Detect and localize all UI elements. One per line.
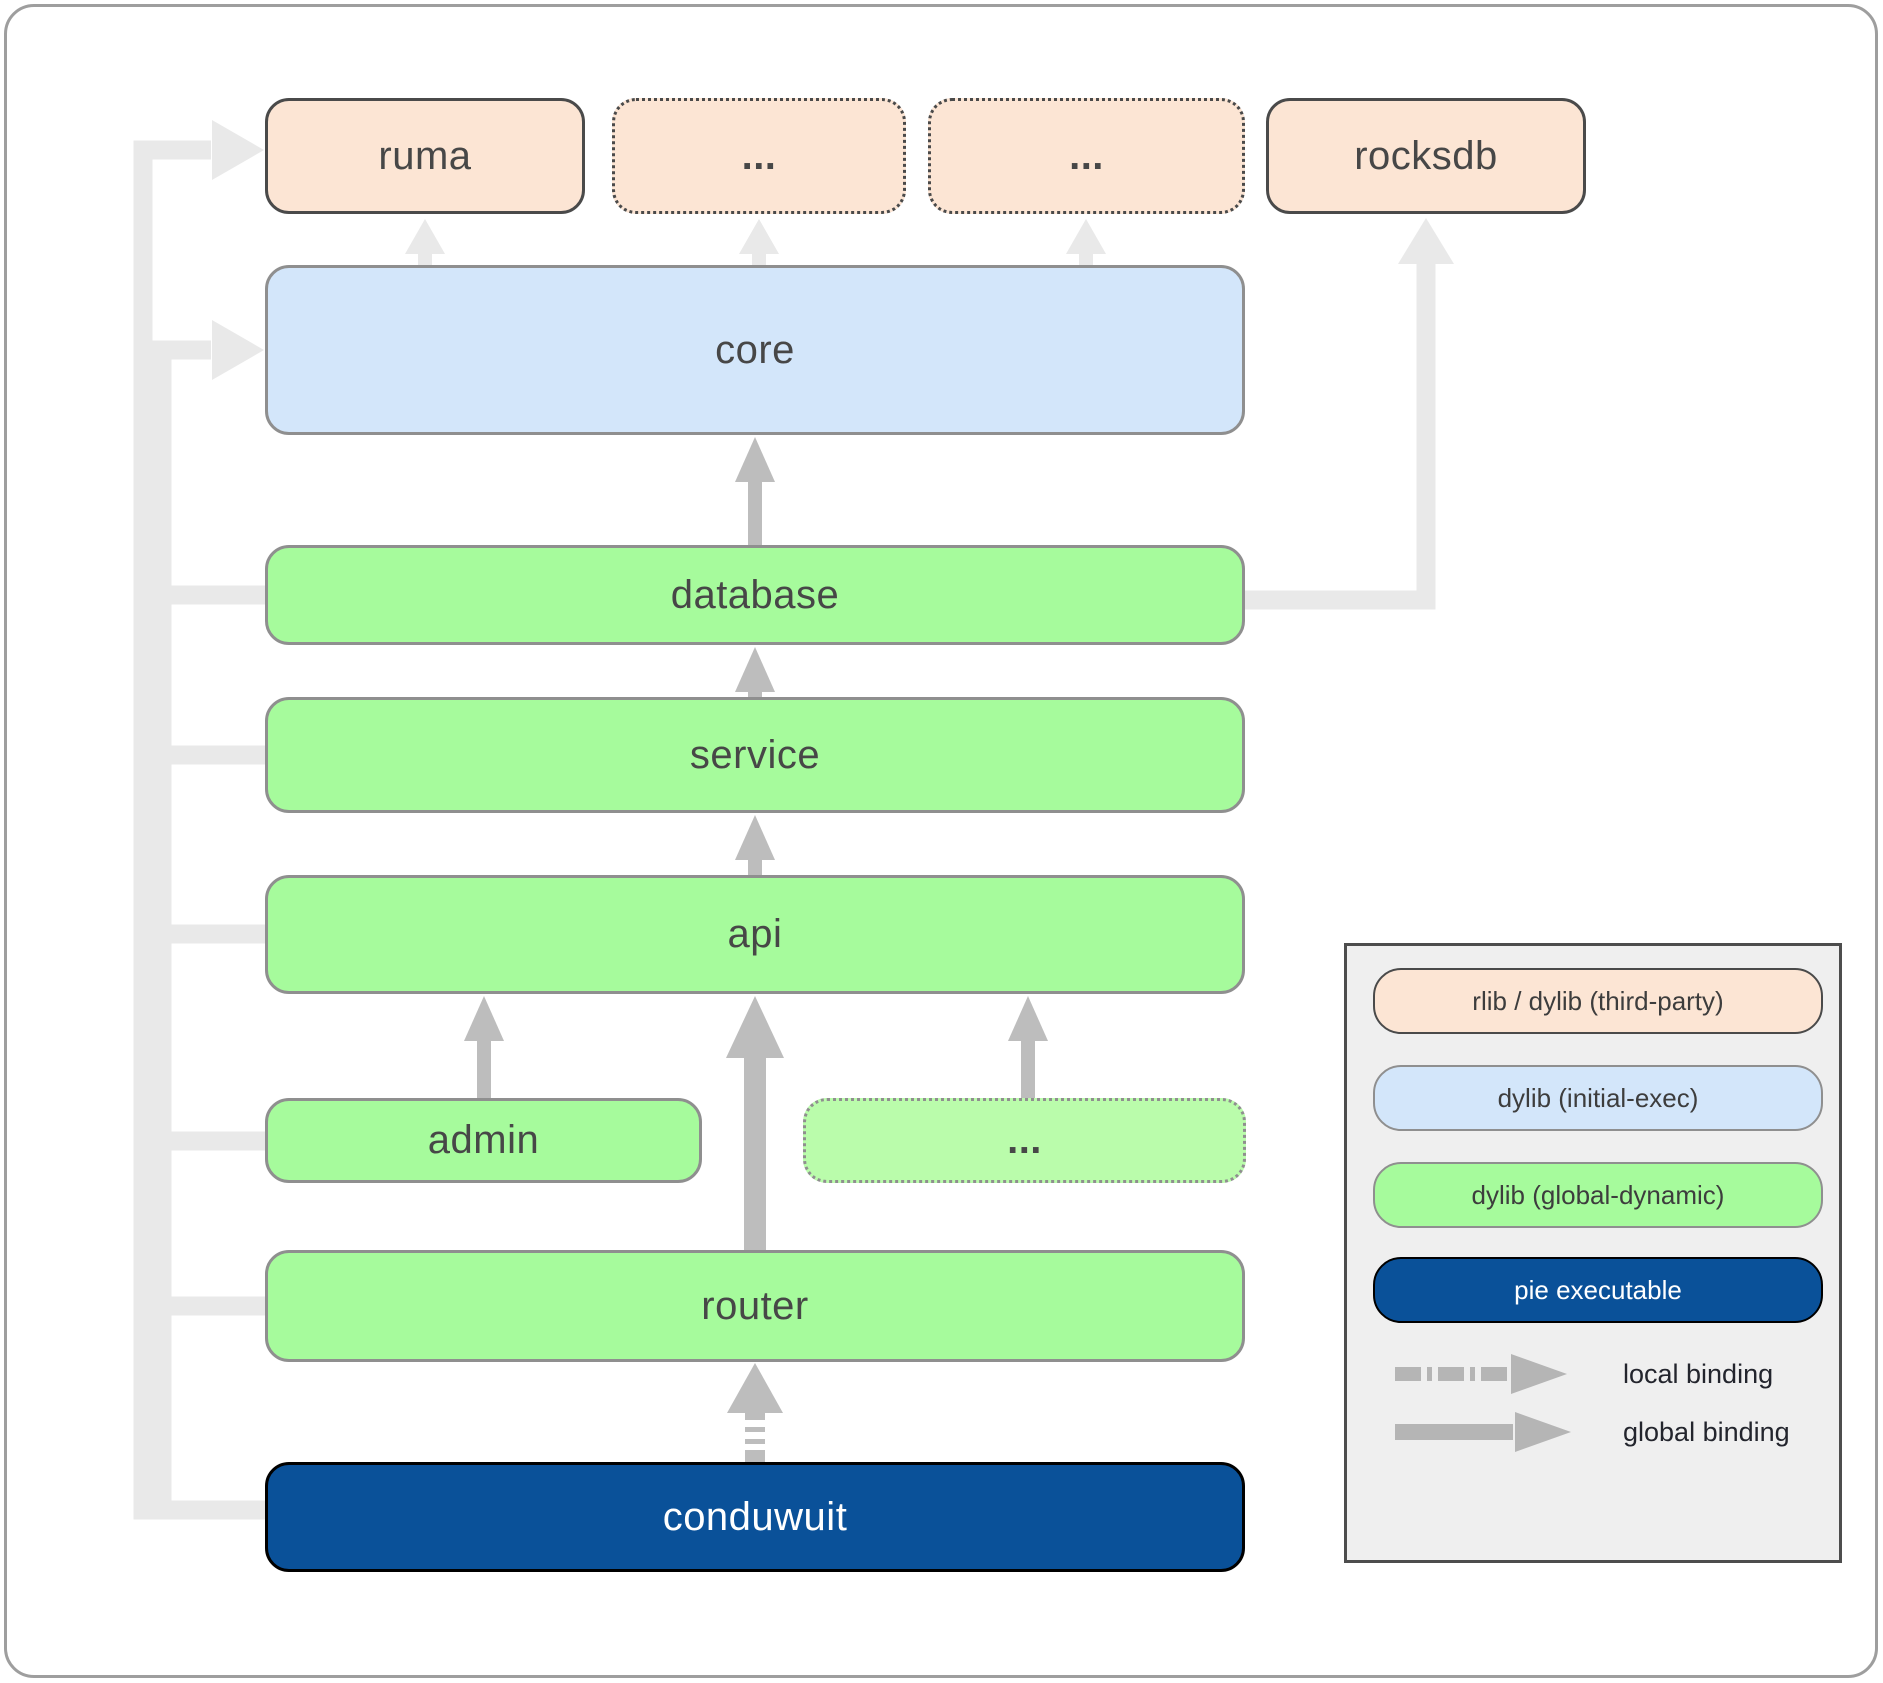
database-to-core-arrow [735,437,775,546]
node-label: ruma [378,133,472,178]
node-label: service [689,732,821,777]
node-label: ... [1007,1118,1042,1162]
node-thirdparty-more-2: ... [928,98,1245,214]
global-binding-arrow-icon [1395,1412,1571,1452]
node-api-more: ... [803,1098,1246,1183]
legend-item-third-party: rlib / dylib (third-party) [1373,968,1823,1034]
node-rocksdb: rocksdb [1266,98,1586,214]
left-arrowhead-ruma [212,120,264,180]
node-thirdparty-more-1: ... [612,98,906,214]
node-label: ... [1069,133,1104,178]
legend-item-initial-exec: dylib (initial-exec) [1373,1065,1823,1131]
database-to-rocksdb-line [1245,250,1436,610]
node-ruma: ruma [265,98,585,214]
legend-item-label: dylib (global-dynamic) [1471,1179,1725,1210]
node-label: admin [427,1118,540,1162]
core-to-thirdparty-arrows [405,219,1106,267]
node-api: api [265,875,1245,994]
legend-panel: rlib / dylib (third-party) dylib (initia… [1344,943,1842,1563]
rocksdb-arrowhead [1398,218,1454,264]
more-to-api-arrow [1008,996,1048,1100]
local-binding-arrow-icon [1395,1354,1567,1394]
legend-row-global-binding: global binding [1395,1410,1790,1454]
legend-binding-label: global binding [1623,1416,1790,1447]
legend-item-pie-executable: pie executable [1373,1257,1823,1323]
legend-item-label: rlib / dylib (third-party) [1472,985,1724,1016]
node-database: database [265,545,1245,645]
node-admin: admin [265,1098,702,1183]
service-to-database-arrow [735,647,775,699]
node-label: ... [741,133,777,178]
node-label: core [715,327,795,372]
node-label: rocksdb [1354,133,1498,178]
api-to-service-arrow [735,815,775,877]
legend-item-label: dylib (initial-exec) [1497,1082,1699,1113]
legend-row-local-binding: local binding [1395,1352,1773,1396]
node-label: router [701,1283,809,1328]
legend-item-global-dynamic: dylib (global-dynamic) [1373,1162,1823,1228]
admin-to-api-arrow [464,996,504,1100]
node-label: api [727,912,783,956]
router-to-api-arrow [726,996,784,1252]
node-service: service [265,697,1245,813]
legend-binding-label: local binding [1623,1358,1774,1389]
node-label: database [670,572,840,617]
node-label: conduwuit [662,1494,848,1539]
legend-item-label: pie executable [1514,1274,1682,1305]
left-arrowhead-core [212,320,264,380]
node-router: router [265,1250,1245,1362]
node-core: core [265,265,1245,435]
node-conduwuit: conduwuit [265,1462,1245,1572]
conduwuit-to-router-arrow-local-binding [727,1363,783,1463]
